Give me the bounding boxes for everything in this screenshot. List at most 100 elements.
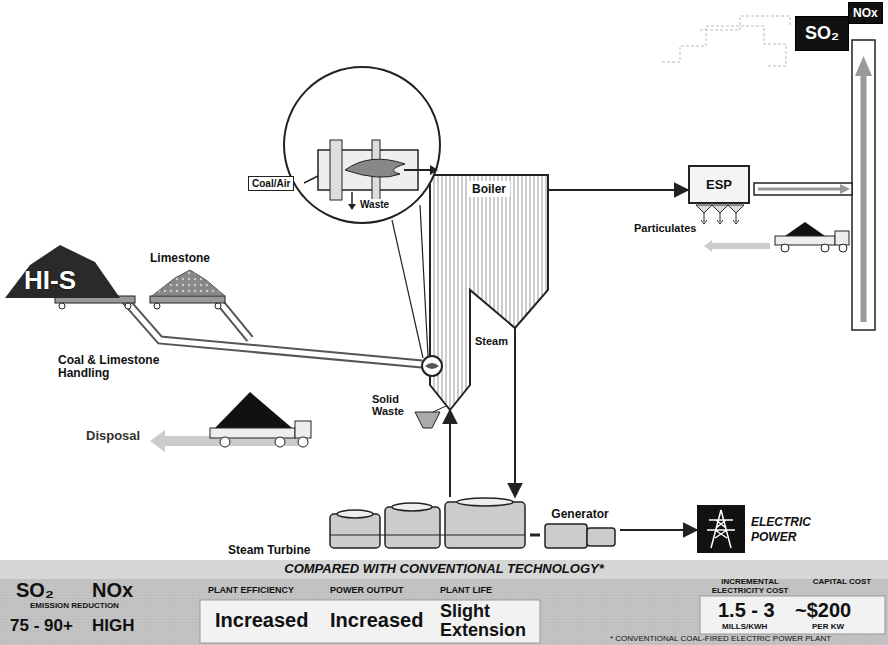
coal-pile bbox=[5, 245, 120, 298]
particulate-truck bbox=[704, 222, 849, 252]
table-cell: 75 - 90+ bbox=[10, 617, 73, 636]
particulate-truck bbox=[785, 222, 825, 236]
burner-symbol bbox=[422, 356, 442, 376]
part-label: Coal & Limestone Handling bbox=[58, 354, 183, 380]
part-label: Coal/Air bbox=[248, 176, 294, 191]
table-header: CAPITAL COST bbox=[812, 578, 872, 587]
part-label: Particulates bbox=[634, 222, 696, 234]
node-text: ELECTRIC POWER bbox=[751, 515, 831, 545]
burner-inset bbox=[392, 220, 423, 358]
burner-inset bbox=[430, 165, 438, 175]
coal-conveyor bbox=[154, 303, 160, 309]
disposal-truck bbox=[275, 437, 285, 447]
part-label: Waste bbox=[360, 199, 389, 210]
part-label: Solid Waste bbox=[372, 393, 412, 417]
solid-waste-bin bbox=[415, 412, 440, 428]
coal-conveyor bbox=[125, 300, 422, 364]
coal-conveyor bbox=[150, 296, 225, 303]
particulate-truck bbox=[781, 244, 789, 252]
turbine-drawing bbox=[330, 535, 525, 536]
burner-inset bbox=[420, 205, 428, 356]
turbine-drawing bbox=[330, 498, 525, 548]
table-cell: ~$200 bbox=[795, 599, 851, 621]
table-header: PLANT LIFE bbox=[440, 586, 492, 596]
smoke-cloud bbox=[662, 26, 786, 66]
burner-inset bbox=[330, 140, 342, 200]
emission-box: SO₂ bbox=[795, 16, 849, 51]
esp-hoppers bbox=[696, 205, 712, 213]
esp-hoppers bbox=[712, 205, 728, 213]
coal-pile bbox=[5, 245, 120, 298]
turbine-drawing bbox=[457, 498, 513, 506]
flow-arrow bbox=[548, 189, 688, 191]
flow-arrow bbox=[620, 529, 697, 531]
flue-duct bbox=[758, 188, 842, 191]
disposal-truck bbox=[150, 392, 311, 452]
power-pylon-icon bbox=[697, 505, 745, 553]
node-text: Steam Turbine bbox=[225, 543, 310, 559]
stack bbox=[852, 40, 875, 330]
comparison-table bbox=[0, 560, 888, 645]
boiler: Boiler bbox=[430, 175, 548, 410]
particulate-truck bbox=[704, 240, 770, 252]
comparison-table bbox=[0, 560, 888, 579]
turbine-drawing bbox=[330, 514, 380, 548]
burner-inset bbox=[404, 169, 432, 171]
emission-box: NOx bbox=[848, 2, 883, 24]
esp-hoppers bbox=[704, 213, 736, 222]
generator-drawing bbox=[587, 528, 615, 546]
stack bbox=[861, 74, 867, 322]
smoke-cloud bbox=[662, 16, 790, 66]
limestone-pile bbox=[152, 270, 225, 296]
coal-conveyor bbox=[218, 300, 250, 339]
stack bbox=[852, 40, 875, 330]
table-header: PLANT EFFICIENCY bbox=[208, 586, 294, 596]
disposal-truck bbox=[220, 437, 230, 447]
table-cell: 1.5 - 3 bbox=[718, 599, 775, 621]
steam-turbine: Steam Turbine bbox=[225, 497, 530, 559]
solid-waste-bin bbox=[415, 406, 446, 428]
node-text: NOx bbox=[853, 6, 878, 20]
flow-arrow bbox=[514, 410, 516, 497]
burner-inset bbox=[284, 67, 440, 358]
table-header: NOx bbox=[92, 579, 133, 601]
coal-conveyor bbox=[125, 303, 131, 309]
table-header: SO₂ bbox=[16, 579, 54, 601]
power-pylon-icon bbox=[707, 510, 735, 548]
coal-conveyor bbox=[125, 300, 422, 364]
generator-drawing bbox=[545, 524, 587, 548]
boiler-body bbox=[430, 175, 548, 410]
node-text: Boiler bbox=[468, 181, 510, 197]
burner-inset bbox=[284, 67, 440, 223]
table-cell: Increased bbox=[330, 609, 423, 631]
coal-conveyor bbox=[59, 303, 65, 309]
disposal-truck bbox=[295, 421, 311, 438]
boiler-body bbox=[514, 328, 516, 410]
smoke-cloud bbox=[700, 16, 790, 30]
part-label: Disposal bbox=[86, 429, 140, 443]
coal-conveyor bbox=[218, 300, 250, 339]
turbine-drawing bbox=[445, 502, 525, 548]
burner-symbol bbox=[425, 363, 439, 369]
disposal-truck bbox=[215, 392, 292, 428]
table-cell: HIGH bbox=[92, 617, 135, 636]
disposal-truck bbox=[210, 428, 295, 438]
burner-inset bbox=[351, 192, 353, 206]
coal-conveyor bbox=[215, 303, 221, 309]
particulate-truck bbox=[839, 244, 847, 252]
generator-drawing bbox=[545, 524, 615, 548]
flue-duct bbox=[754, 183, 852, 195]
table-header: POWER OUTPUT bbox=[330, 586, 404, 596]
fuel-label: HI-S bbox=[24, 266, 76, 295]
burner-symbol bbox=[422, 356, 442, 376]
boiler-body bbox=[430, 175, 548, 410]
electric-power: ELECTRIC POWER bbox=[697, 503, 847, 557]
burner-inset bbox=[304, 176, 318, 183]
generator: Generator bbox=[540, 505, 620, 551]
table-header: INCREMENTAL ELECTRICITY COST bbox=[700, 578, 800, 596]
table-cell: Increased bbox=[215, 609, 308, 631]
esp-hoppers bbox=[696, 205, 744, 224]
